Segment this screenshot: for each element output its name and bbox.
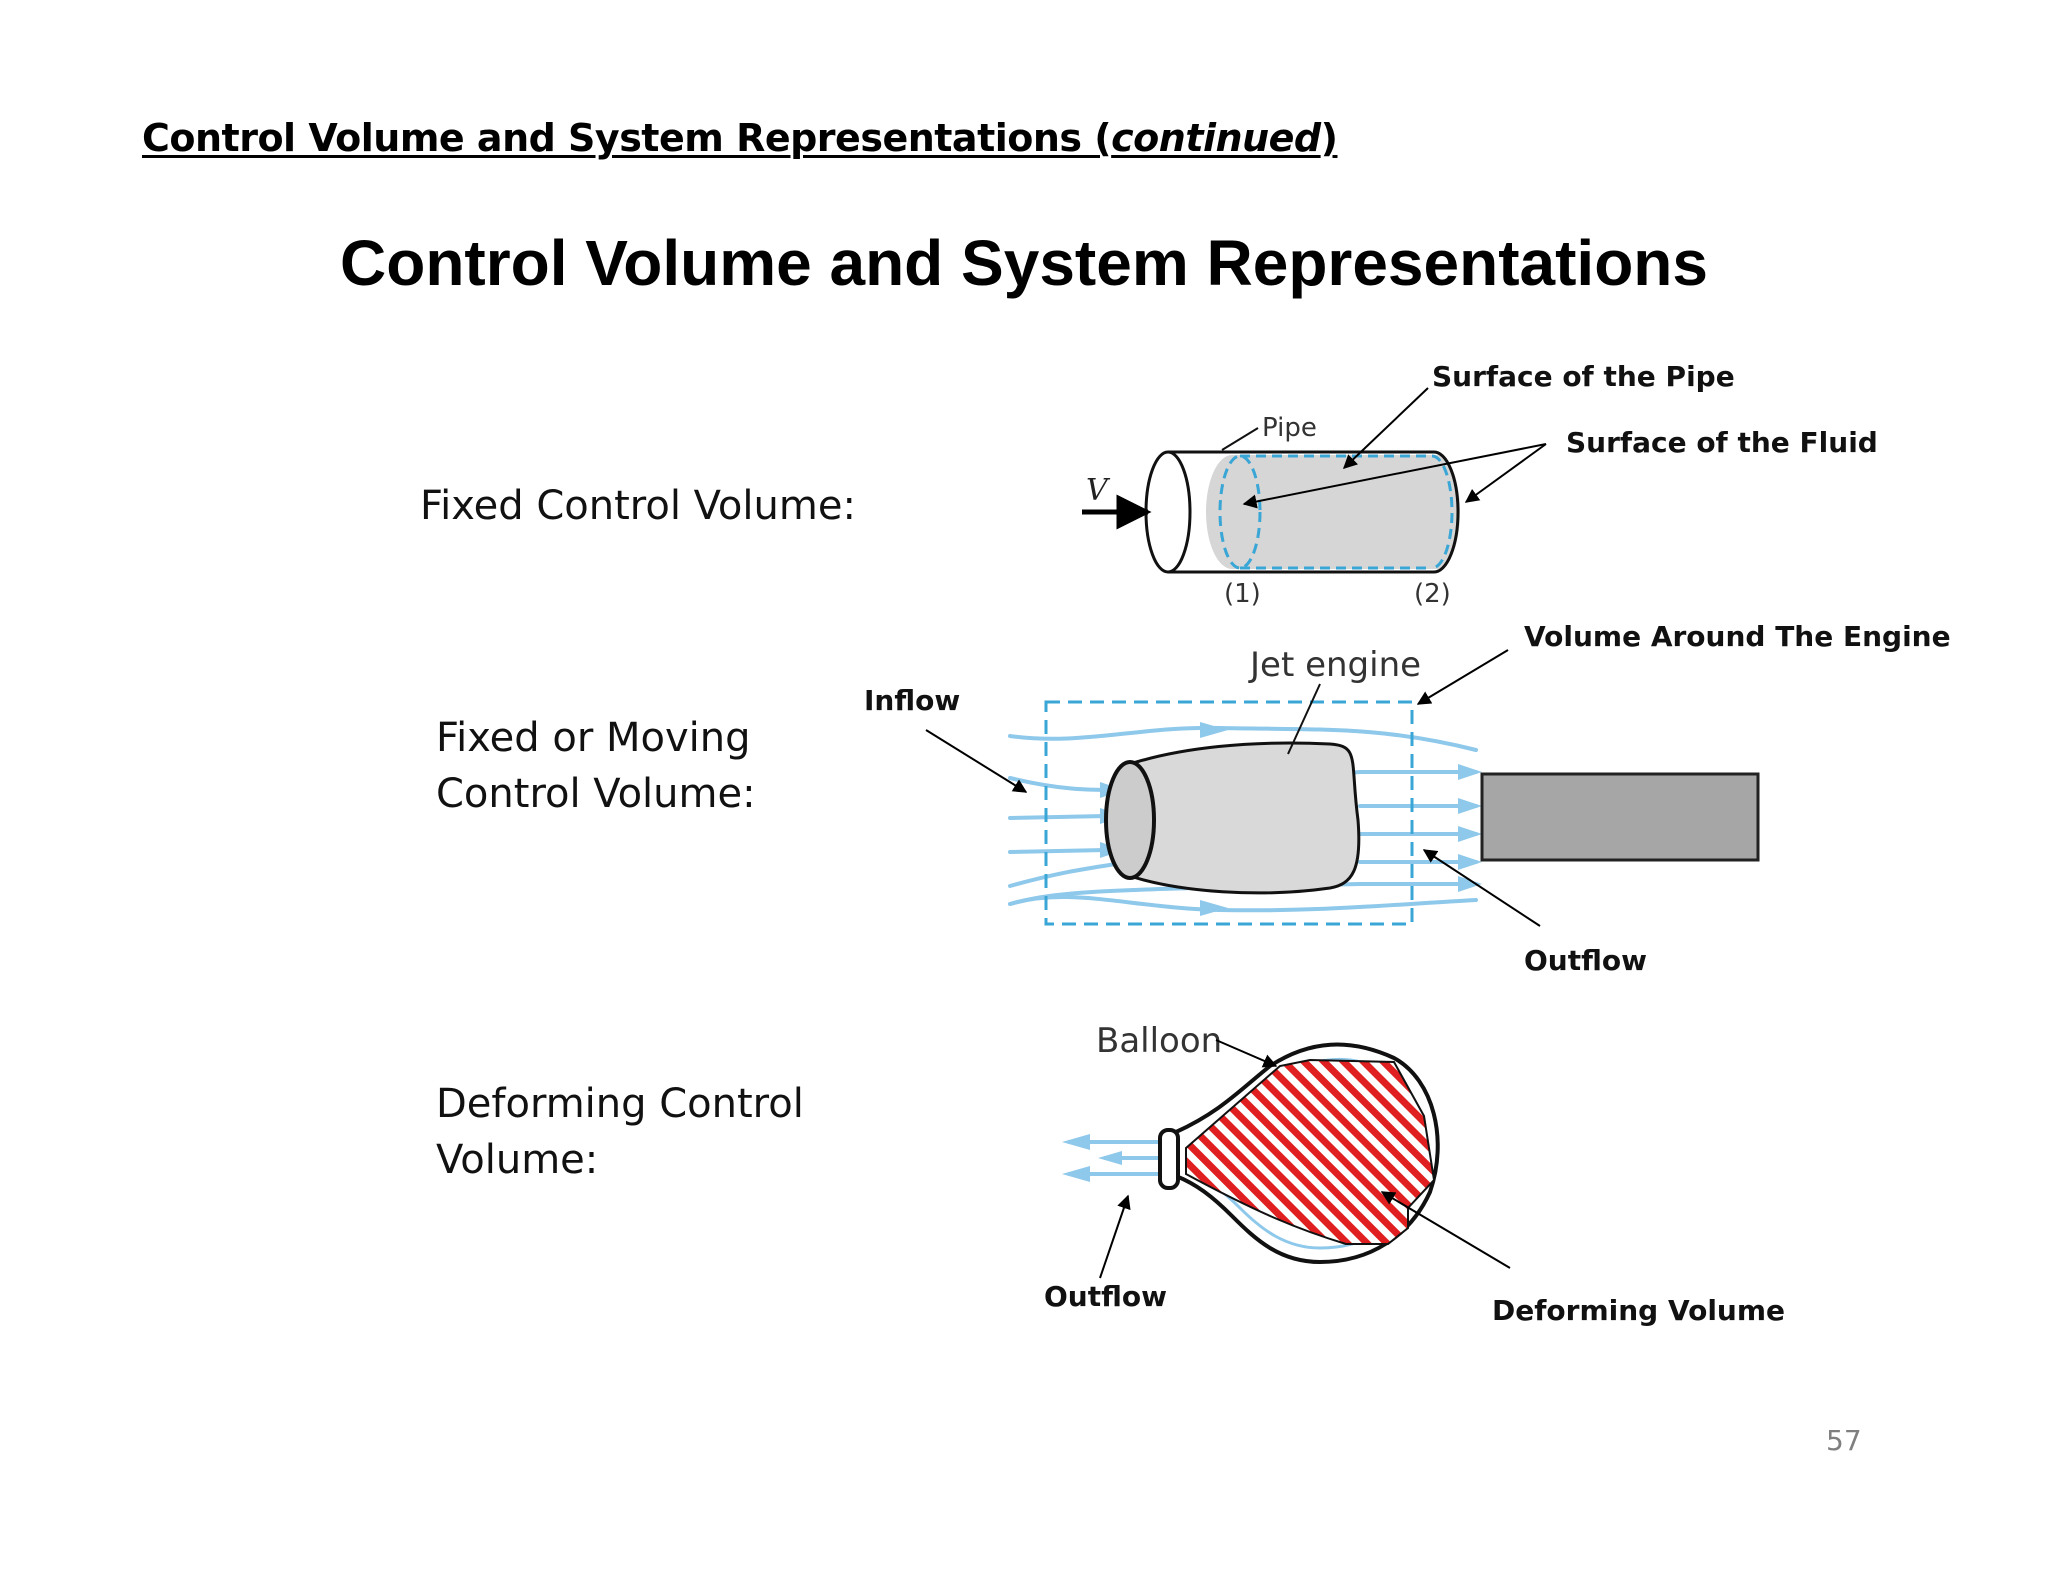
arrow-volume: [1416, 649, 1509, 705]
callout-inflow: Inflow: [864, 684, 960, 717]
section1-label: (1): [1224, 579, 1261, 609]
balloon-figure: Balloon Outflow Deforming Volume: [1044, 1021, 1785, 1327]
velocity-label: V: [1086, 473, 1111, 508]
callout-surface-pipe: Surface of the Pipe: [1432, 360, 1735, 393]
arrow-surface-pipe: [1342, 387, 1429, 469]
header-title-main: Control Volume and System Representation…: [142, 116, 1112, 160]
moving-label-line1: Fixed or Moving: [436, 715, 751, 761]
arrow-deforming-volume: [1380, 1191, 1511, 1269]
streamline-mid3: [1008, 860, 1478, 888]
jet-engine-figure: Jet engine Volume Around The Engine Infl…: [864, 620, 1951, 977]
arrow-surface-fluid-2: [1464, 443, 1547, 503]
page-number: 57: [1826, 1424, 1862, 1457]
balloon-outflow-arrowheads: [1062, 1134, 1122, 1182]
callout-surface-fluid: Surface of the Fluid: [1566, 426, 1878, 459]
pipe-control-surface: [1240, 454, 1454, 570]
flow-arrowheads: [1100, 722, 1482, 916]
balloon-label: Balloon: [1096, 1021, 1222, 1061]
pipe-inlet-ellipse: [1144, 450, 1192, 574]
section2-label: (2): [1414, 579, 1451, 609]
deforming-label-line2: Volume:: [436, 1137, 599, 1183]
callout-outflow-balloon: Outflow: [1044, 1280, 1167, 1313]
moving-label-line2: Control Volume:: [436, 771, 756, 817]
callout-deforming-volume: Deforming Volume: [1492, 1294, 1785, 1327]
callout-volume-around-engine: Volume Around The Engine: [1524, 620, 1951, 653]
pipe-label: Pipe: [1262, 413, 1317, 443]
deforming-control-volume-label: Deforming Control Volume:: [436, 1076, 804, 1188]
jet-engine-leader: [1287, 683, 1321, 755]
pipe-figure: V Pipe (1) (2) Surface of the Pipe Surfa…: [1082, 360, 1878, 609]
moving-control-volume-label: Fixed or Moving Control Volume:: [436, 710, 756, 822]
arrow-balloon-label: [1215, 1039, 1278, 1068]
main-title: Control Volume and System Representation…: [340, 227, 1708, 299]
header-title-italic: continued: [1111, 116, 1321, 160]
callout-outflow-jet: Outflow: [1524, 944, 1647, 977]
pipe-label-leader: [1221, 427, 1259, 451]
header-title-end: ): [1320, 116, 1338, 160]
arrow-outflow-balloon: [1099, 1194, 1131, 1279]
deforming-volume-region: [1185, 1058, 1436, 1245]
streamline-mid2: [1008, 832, 1478, 854]
jet-engine-intake: [1104, 760, 1156, 880]
header-title: Control Volume and System Representation…: [142, 116, 1338, 160]
arrow-surface-fluid-1: [1242, 443, 1547, 509]
arrow-inflow: [925, 729, 1028, 793]
jet-engine-label: Jet engine: [1248, 645, 1421, 685]
exhaust-block: [1480, 772, 1760, 862]
fixed-control-volume-label: Fixed Control Volume:: [420, 483, 856, 529]
engine-control-volume: [1044, 700, 1414, 926]
jet-engine-body: [1128, 741, 1361, 895]
arrow-outflow-jet: [1422, 849, 1541, 927]
deforming-label-line1: Deforming Control: [436, 1081, 804, 1127]
balloon-nozzle: [1158, 1128, 1180, 1190]
pipe-body: [1168, 450, 1434, 574]
pipe-fluid-region: [1206, 455, 1460, 569]
pipe-outlet-arc: [1433, 450, 1460, 574]
streamline-mid1: [1008, 804, 1478, 820]
streamline-bottom: [1008, 894, 1478, 913]
